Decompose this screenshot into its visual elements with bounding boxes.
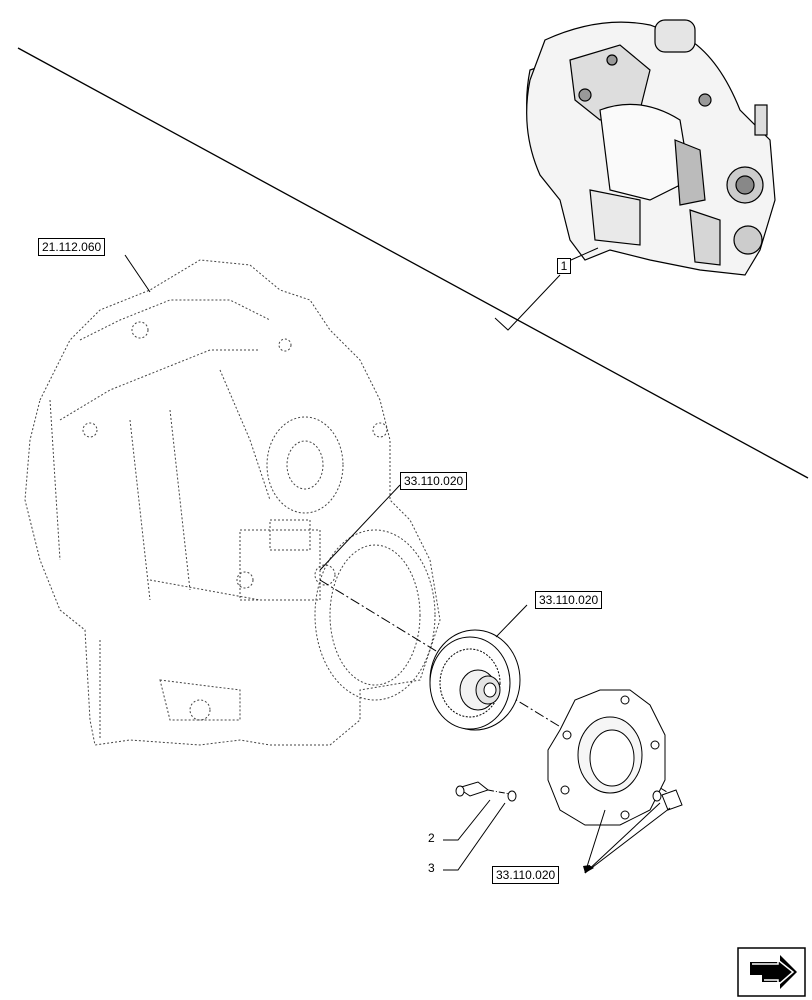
transmission-housing [24, 259, 441, 746]
leader-ref-shaft [319, 484, 401, 571]
assembly-thumbnail [526, 19, 776, 276]
leader-ref-housing [124, 254, 151, 293]
bolt-part [455, 781, 511, 797]
item-label-assembly[interactable]: 1 [557, 258, 571, 274]
leader-item-3 [443, 802, 506, 871]
item-label-washer[interactable]: 3 [428, 861, 435, 875]
item-label-bolt[interactable]: 2 [428, 831, 435, 845]
return-arrow-icon[interactable] [737, 947, 806, 997]
plug-part [652, 789, 683, 811]
arrowhead-cover-b [585, 865, 594, 873]
washer-part [507, 790, 517, 802]
leader-item-1-down [494, 274, 561, 331]
ref-label-cover[interactable]: 33.110.020 [492, 866, 560, 884]
ref-label-housing[interactable]: 21.112.060 [38, 238, 106, 256]
leader-cover-b [584, 802, 661, 874]
leader-cover-c [584, 807, 671, 874]
leader-cover-a [584, 809, 606, 874]
leader-ref-disc [495, 604, 528, 638]
leader-item-1-up [570, 247, 599, 261]
clutch-disc [429, 629, 521, 731]
ref-label-disc[interactable]: 33.110.020 [535, 591, 603, 609]
leader-item-2 [443, 799, 491, 841]
separator-line [17, 47, 809, 479]
cover-plate [547, 689, 666, 826]
ref-label-shaft[interactable]: 33.110.020 [400, 472, 468, 490]
